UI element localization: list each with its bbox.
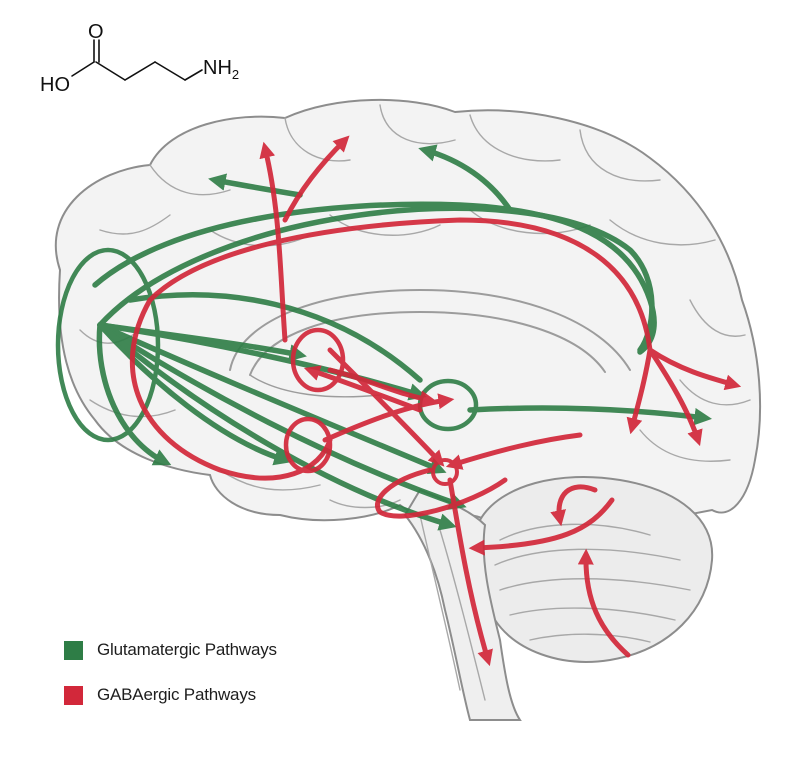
oxygen-atom: O [88,21,104,43]
gabaergic-cerebellar-pathway-1 [468,497,615,556]
legend-swatch-glutamatergic [64,640,83,660]
glutamatergic-pathway-callosal [127,292,423,383]
gabaergic-pallidus-loop [283,416,333,474]
gaba-molecule-structure: O HO NH2 [40,21,239,96]
cerebrum-outline [54,98,762,562]
gabaergic-pathway-to-premotor [259,141,288,343]
gabaergic-pathway-to-occipital-3 [647,347,703,447]
legend-gabaergic: GABAergic Pathways [64,685,256,705]
gabaergic-pathways [129,135,742,667]
hydroxyl-group: HO [40,74,70,96]
glutamatergic-pathway-to-frontal-cortex [208,173,303,198]
legend-label-glutamatergic: Glutamatergic Pathways [97,640,277,659]
glutamatergic-pathway-to-pons [97,322,457,531]
gabaergic-loop-lower [375,467,508,519]
gabaergic-striatum-to-thalamus [327,367,437,407]
glutamatergic-pathway-to-parietal [418,144,513,213]
gabaergic-thalamus-to-striatum [303,365,423,413]
legend-swatch-gabaergic [64,685,83,705]
glutamatergic-pathways [55,144,712,531]
gabaergic-to-nigra-1 [327,347,445,467]
legend-label-gabaergic: GABAergic Pathways [97,685,256,704]
gabaergic-nigra-loop [431,458,459,486]
glutamatergic-arc-frontal-occipital [97,205,655,353]
legend-glutamatergic: Glutamatergic Pathways [64,640,277,660]
glutamatergic-pathway-thalamus-to-occipital [467,405,712,426]
glutamatergic-arc-upper [92,201,657,355]
gabaergic-cerebellar-curl [550,484,598,527]
glutamatergic-prefrontal-loop [55,247,161,443]
gabaergic-pallidus-to-thalamus [322,393,455,443]
svg-text:NH2: NH2 [203,57,239,82]
brain-sketch [54,98,762,721]
amine-group: NH [203,57,232,79]
gabaergic-pathway-to-motor [282,135,350,223]
gabaergic-cerebellar-pathway-2 [577,548,631,658]
gabaergic-long-arc [147,217,653,353]
glutamatergic-pathway-to-amygdala [97,322,292,466]
glutamatergic-pathway-to-midbrain [97,322,467,510]
gabaergic-pathway-to-spinal-cord [447,477,493,667]
gabaergic-to-nigra-2 [445,432,583,470]
gabaergic-pathway-to-occipital-1 [647,347,742,391]
gabaergic-pathway-to-occipital-2 [626,347,653,435]
glutamatergic-pathway-to-hypothalamus [97,322,447,475]
glutamatergic-pathway-to-temporal [96,322,172,466]
amine-subscript: 2 [232,67,239,82]
gabaergic-frontal-loop [129,297,333,481]
